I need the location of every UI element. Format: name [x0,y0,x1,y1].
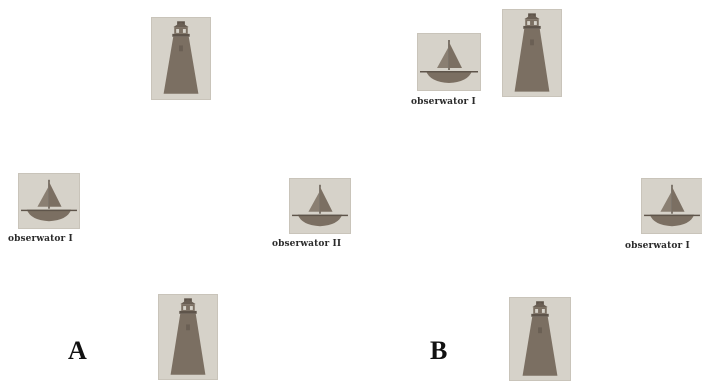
lighthouse-icon [509,297,571,381]
panel-b: obserwator I obserwator I [351,0,702,382]
observer-label: obserwator I [411,97,476,107]
sailboat-icon [18,173,80,229]
observer-label: obserwator II [272,239,341,249]
lighthouse-icon [151,17,211,100]
panel-a: obserwator I obserwator II A [0,0,351,382]
sailboat-icon [641,178,702,234]
observer-label: obserwator I [625,241,690,251]
panel-letter: B [430,336,447,366]
sailboat-icon [289,178,351,234]
lighthouse-icon [502,9,562,97]
panel-letter: A [68,336,87,366]
lighthouse-icon [158,294,218,380]
sailboat-icon [417,33,481,91]
observer-label: obserwator I [8,234,73,244]
